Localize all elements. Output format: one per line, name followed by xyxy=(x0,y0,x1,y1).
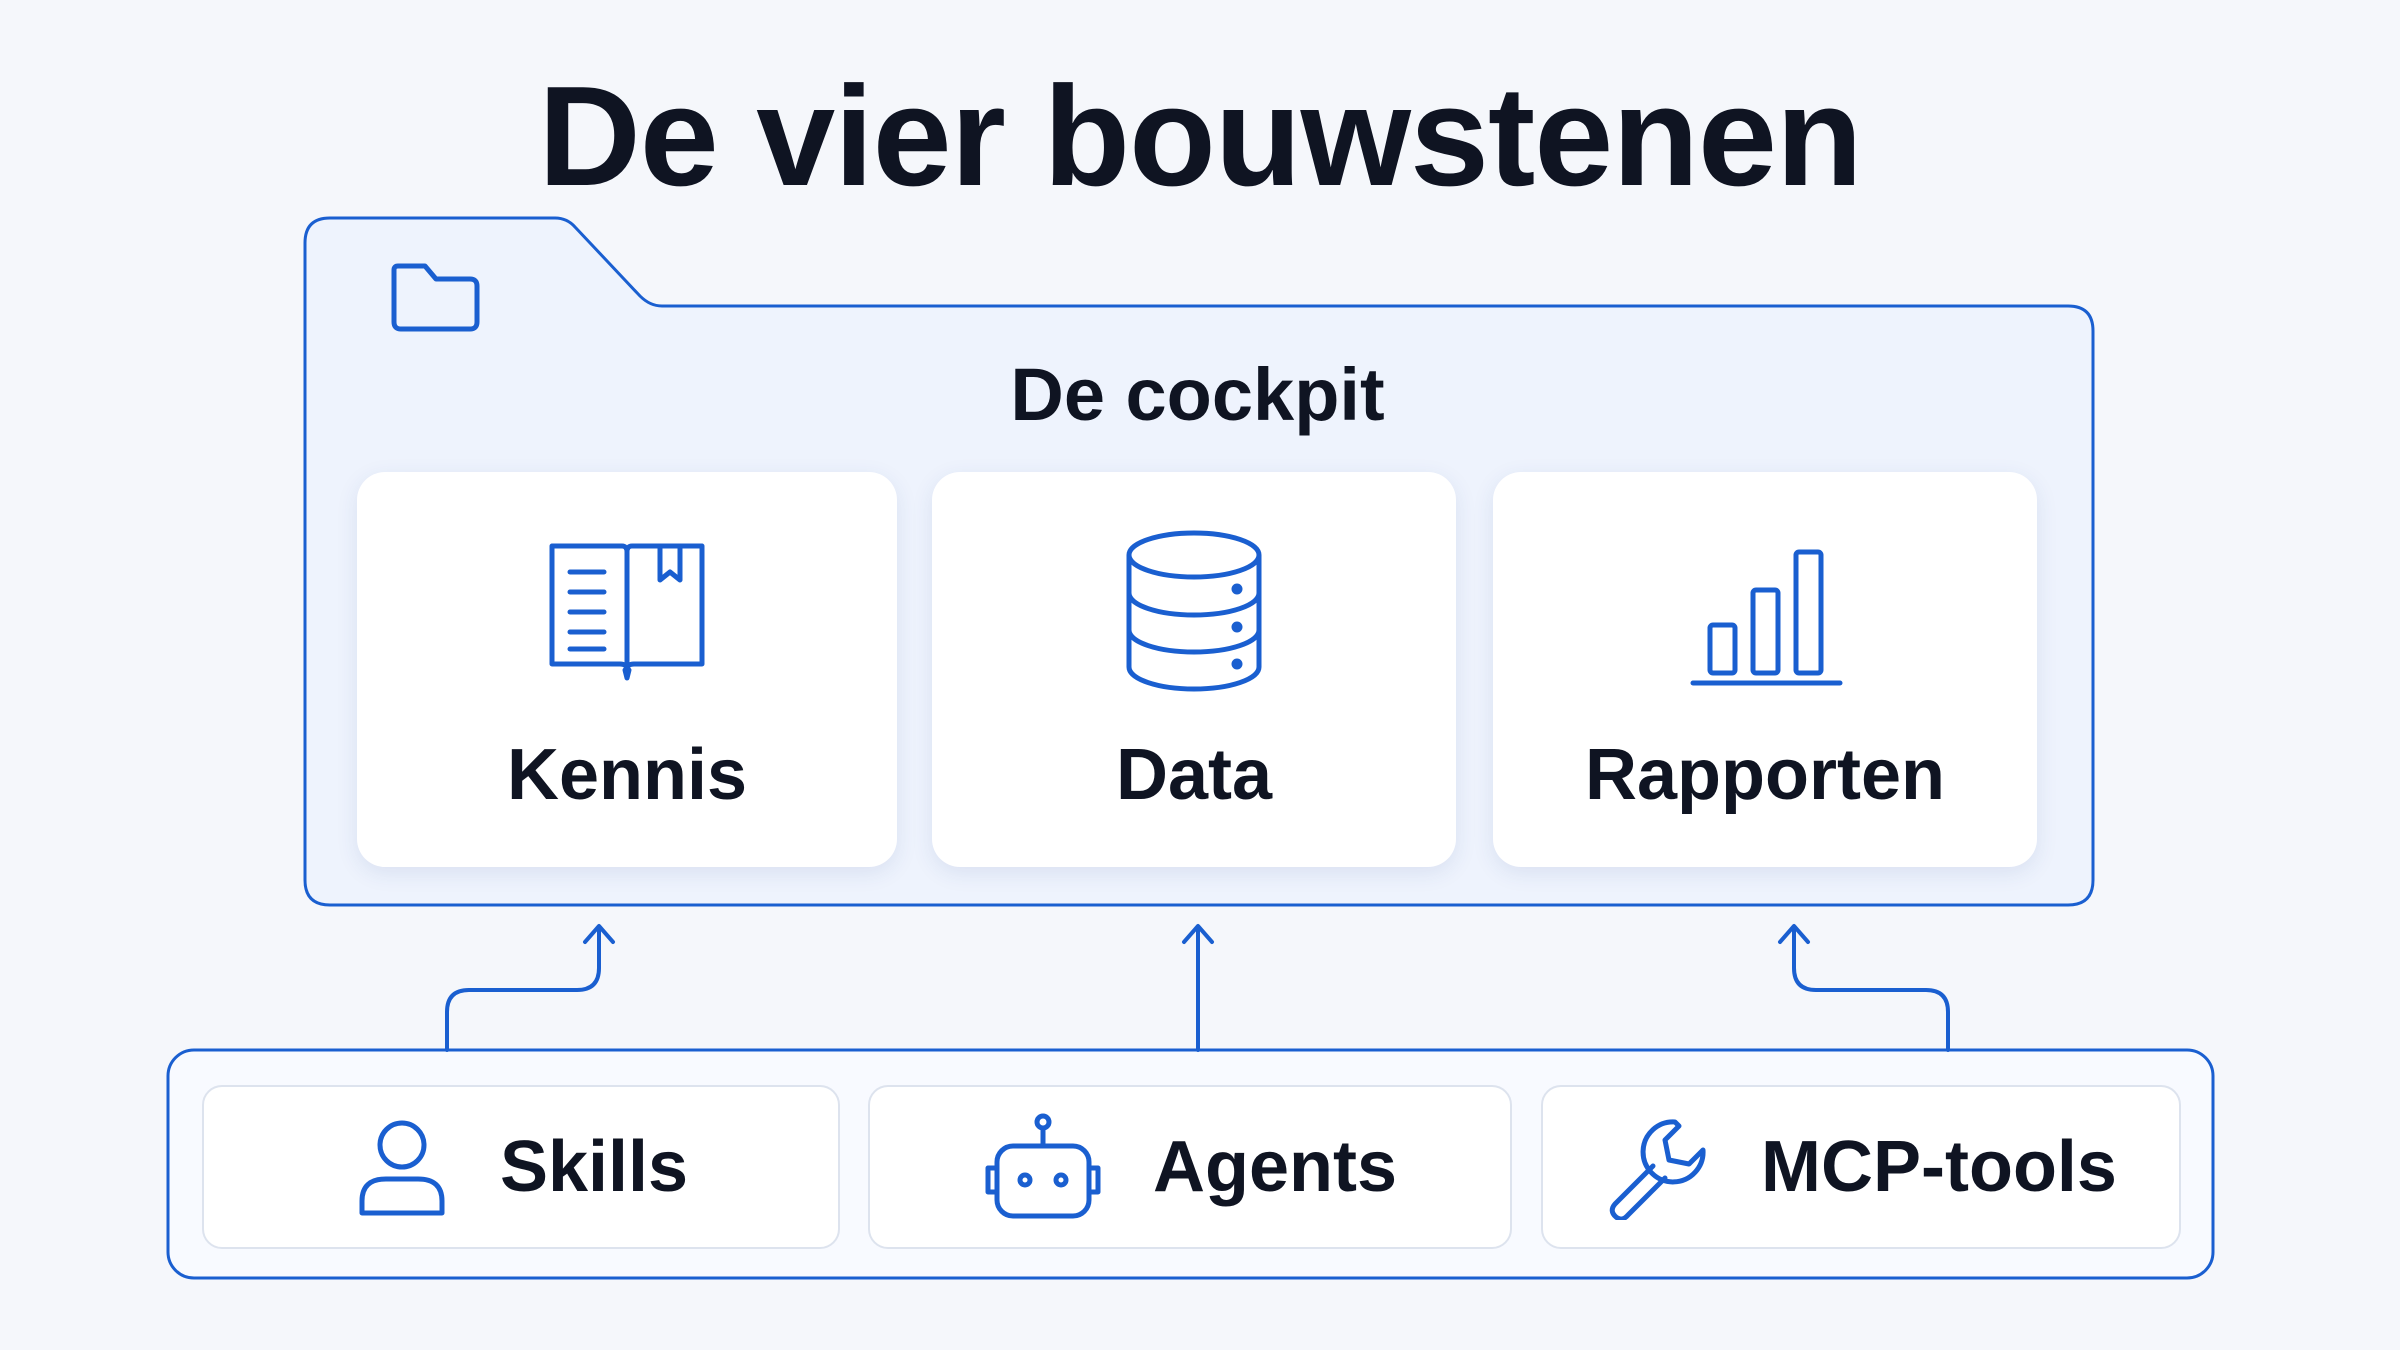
arrow-skills-to-kennis xyxy=(445,926,601,1052)
card-label: Data xyxy=(1115,735,1273,815)
card-label: Rapporten xyxy=(1585,735,1945,815)
cockpit-title: De cockpit xyxy=(1010,353,1385,436)
card-kennis[interactable]: Kennis xyxy=(357,472,897,867)
user-icon xyxy=(354,1117,450,1217)
card-rapporten[interactable]: Rapporten xyxy=(1493,472,2037,867)
arrow-agents-to-data-head xyxy=(1182,924,1214,944)
arrow-mcp-to-rapporten-head xyxy=(1778,924,1810,944)
card-label: Kennis xyxy=(506,735,748,815)
folder-icon xyxy=(391,263,480,332)
wrench-icon xyxy=(1605,1114,1711,1220)
page-title: De vier bouwstenen xyxy=(538,57,1862,216)
arrow-mcp-to-rapporten xyxy=(1792,926,1950,1052)
chip-label: Agents xyxy=(1152,1127,1398,1207)
chip-agents[interactable]: Agents xyxy=(868,1085,1512,1249)
card-data[interactable]: Data xyxy=(932,472,1456,867)
chip-skills[interactable]: Skills xyxy=(202,1085,840,1249)
book-icon xyxy=(357,534,897,684)
chip-label: Skills xyxy=(499,1127,689,1207)
chip-label: MCP-tools xyxy=(1761,1127,2117,1207)
robot-icon xyxy=(983,1112,1103,1222)
chip-mcp-tools[interactable]: MCP-tools xyxy=(1541,1085,2181,1249)
arrow-skills-to-kennis-head xyxy=(583,924,615,944)
database-icon xyxy=(932,527,1456,702)
connector-arrows xyxy=(445,924,1950,1052)
bar-chart-icon xyxy=(1493,540,2037,690)
